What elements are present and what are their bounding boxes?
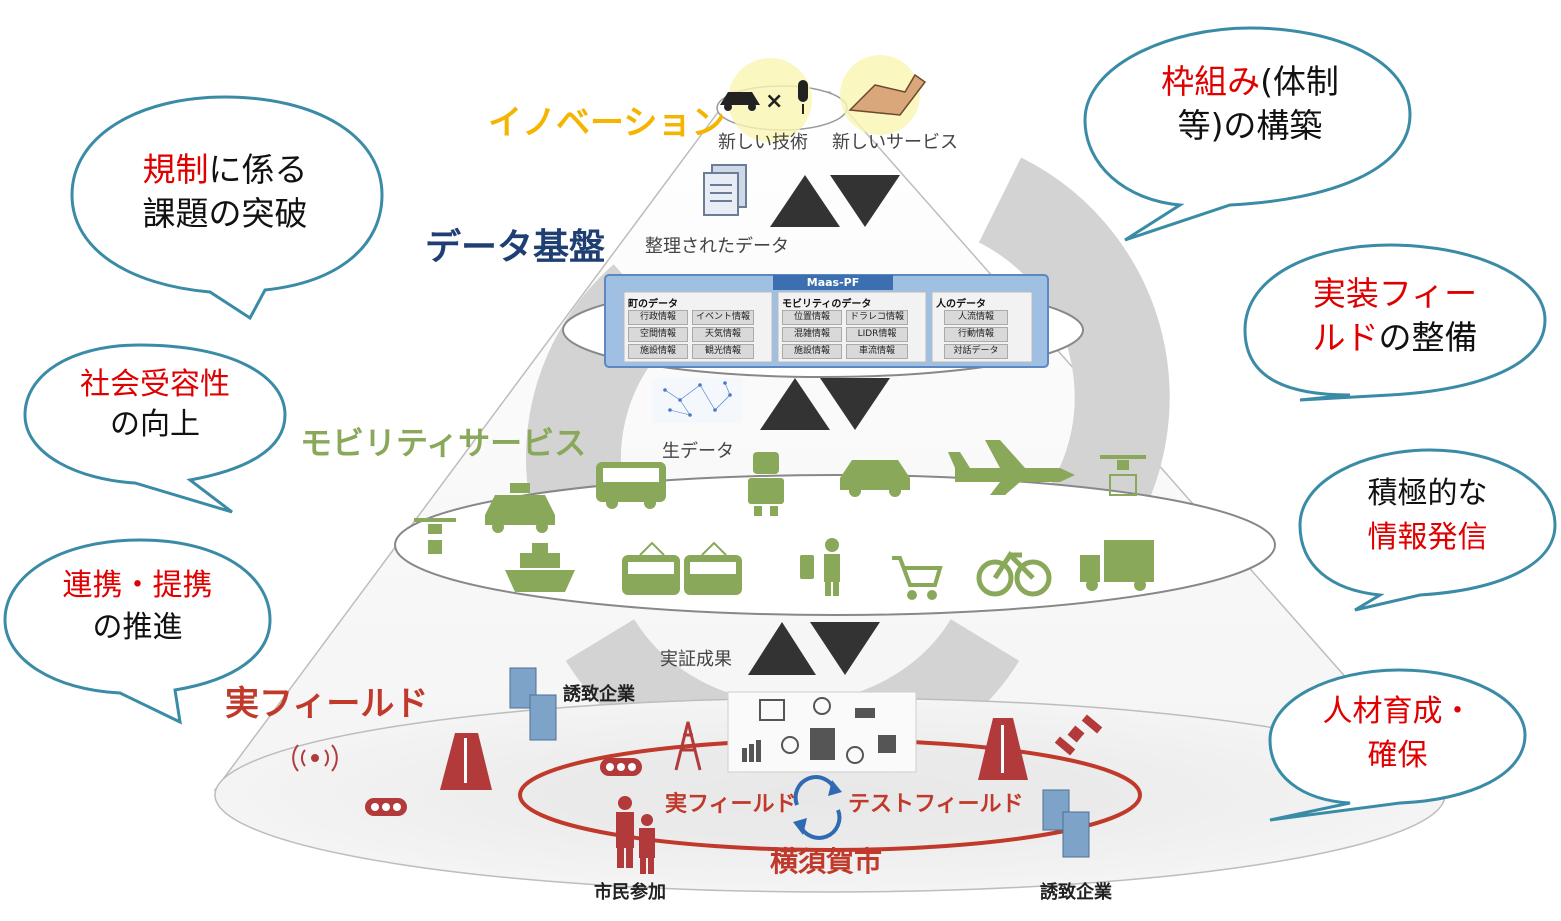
traffic-light-icon [600, 758, 642, 776]
antenna-tower-icon [674, 721, 702, 771]
pf-item: ドラレコ情報 [846, 310, 908, 325]
pf-item: 人流情報 [944, 310, 1008, 325]
building-icon-bottom [1042, 789, 1090, 858]
pf-item: 対話データ [944, 344, 1008, 359]
pf-item: 混雑情報 [782, 327, 842, 342]
layer-field-title: 実フィールド [225, 684, 429, 724]
bubble-talent-red1: 人材育成・ [1322, 694, 1473, 729]
bubble-partnership: 連携・提携 の推進 [20, 565, 255, 649]
signal-waves-icon [292, 744, 338, 772]
robot-icon [748, 452, 784, 516]
maas-pf-title-bar [773, 275, 893, 290]
bubble-talent-red2: 確保 [1367, 738, 1428, 773]
company-label-bottom: 誘致企業 [1040, 882, 1112, 903]
citizens-label: 市民参加 [594, 882, 666, 903]
car-mic-icon: × [720, 58, 812, 142]
airplane-icon [948, 440, 1075, 495]
truck-icon [1080, 540, 1154, 591]
speech-bubbles [3, 26, 1557, 822]
raw-data-label: 生データ [662, 441, 734, 462]
test-field-label: テストフィールド [848, 792, 1024, 817]
bubble-framework: 枠組み(体制 等)の構築 [1125, 60, 1375, 148]
road-right-icon [978, 718, 1028, 780]
bicycle-icon [976, 551, 1052, 597]
bubble-talent: 人材育成・ 確保 [1290, 690, 1505, 778]
real-field-label: 実フィールド [665, 792, 797, 817]
car-icon [840, 460, 910, 497]
document-icon [703, 164, 747, 216]
flow-arrows [748, 175, 900, 675]
bubble-regulation-red: 規制 [142, 150, 209, 189]
bubble-regulation-line2: 課題の突破 [142, 194, 308, 233]
citizen-figures-icon [616, 796, 655, 874]
taxi-icon [485, 483, 555, 533]
svg-text:×: × [765, 89, 783, 114]
pf-group-town-title: 町のデータ [628, 299, 678, 310]
bubble-information-line1: 積極的な [1367, 476, 1488, 511]
bubble-partnership-red: 連携・提携 [62, 568, 213, 603]
pf-item: 観光情報 [692, 344, 754, 359]
traffic-light-left-icon [365, 798, 407, 816]
pf-item: 行動情報 [944, 327, 1008, 342]
pf-item: イベント情報 [692, 310, 754, 325]
bubble-acceptance-red: 社会受容性 [80, 367, 230, 402]
pf-item: 位置情報 [782, 310, 842, 325]
new-tech-label: 新しい技術 [718, 132, 808, 153]
organized-data-label: 整理されたデータ [645, 236, 789, 257]
mobility-icons [414, 440, 1154, 600]
bubble-field-setup-red2: ルド [1312, 318, 1379, 357]
pf-item: 空間情報 [628, 327, 688, 342]
drone-left-icon [414, 518, 456, 554]
layer-mobility-title: モビリティサービス [300, 424, 587, 462]
maas-pf-title: Maas-PF [806, 276, 860, 289]
bubble-regulation: 規制に係る 課題の突破 [110, 148, 340, 236]
bubble-acceptance-line2: の向上 [110, 407, 200, 442]
bubble-field-setup-red1: 実装フィー [1312, 274, 1478, 313]
building-icon-top [509, 667, 557, 741]
ship-icon [505, 543, 575, 592]
bubble-field-setup-rest: の整備 [1378, 318, 1478, 357]
city-label: 横須賀市 [770, 845, 883, 878]
bus-icon [596, 462, 666, 509]
pf-group-people-title: 人のデータ [936, 299, 986, 310]
bubble-information: 積極的な 情報発信 [1320, 472, 1535, 560]
pf-item: 天気情報 [692, 327, 754, 342]
company-label-top: 誘致企業 [563, 684, 635, 705]
pf-item: LIDR情報 [846, 327, 908, 342]
bubble-information-red: 情報発信 [1367, 520, 1488, 555]
handshake-icon [840, 55, 927, 135]
bubble-partnership-line2: の推進 [92, 610, 183, 645]
shopping-cart-icon [892, 556, 943, 600]
road-left-icon [440, 733, 492, 790]
field-icons [292, 714, 1103, 874]
satellite-icon [1054, 714, 1103, 756]
new-service-label: 新しいサービス [832, 132, 958, 153]
train-icon [622, 541, 742, 595]
bubble-framework-red: 枠組み [1161, 62, 1261, 101]
person-phone-icon [800, 538, 840, 596]
bubble-acceptance: 社会受容性 の向上 [40, 365, 270, 445]
pf-item: 施設情報 [628, 344, 688, 359]
raw-data-network-icon [652, 378, 742, 423]
pf-item: 車流情報 [846, 344, 908, 359]
bubble-framework-rest: (体制 [1260, 62, 1339, 101]
bubble-framework-line2: 等)の構築 [1177, 106, 1323, 145]
bubble-field-setup: 実装フィー ルドの整備 [1280, 272, 1510, 360]
pf-item: 施設情報 [782, 344, 842, 359]
pf-group-mobility-title: モビリティのデータ [782, 299, 872, 310]
layer-innovation-title: イノベーション [488, 103, 726, 143]
pf-item: 行政情報 [628, 310, 688, 325]
bubble-regulation-rest: に係る [208, 150, 308, 189]
layer-data-title: データ基盤 [425, 227, 606, 268]
drone-icon [1100, 455, 1146, 496]
sangakukan-icons [742, 697, 896, 764]
results-label: 実証成果 [660, 649, 732, 670]
cycle-icon [793, 775, 842, 840]
